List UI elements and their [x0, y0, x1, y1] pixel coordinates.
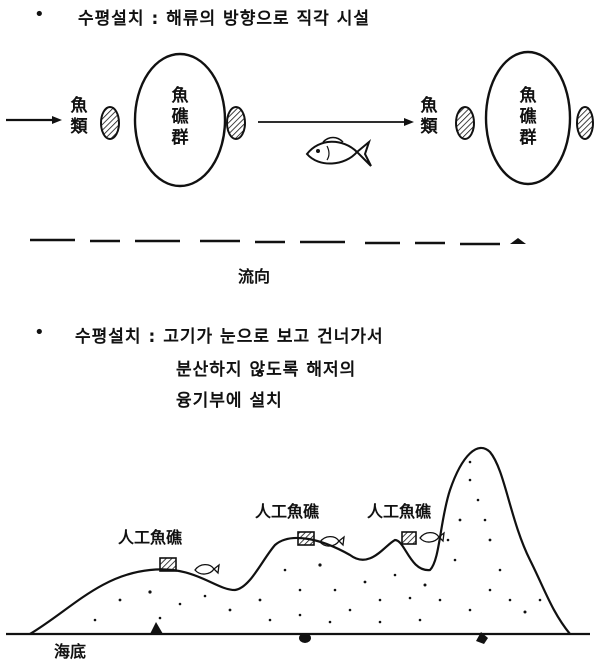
seabed-label: 海底 [54, 642, 87, 661]
flow-direction-label: 流向 [238, 267, 271, 286]
section2-colon: : [148, 327, 157, 347]
reef-label-2: 人工魚礁 [255, 502, 320, 521]
right-reef-oval [484, 50, 572, 186]
section2-title: 수평설치 [75, 327, 142, 347]
seabed-stipple [93, 460, 542, 624]
left-flow-arrow [6, 116, 62, 124]
fish-icon [305, 136, 372, 167]
section1-title: 수평설치 [78, 9, 145, 29]
left-fish-oval-right [226, 106, 246, 140]
section2-line1: 고기가 눈으로 보고 건너가서 [163, 327, 384, 347]
right-fish-oval-right [576, 106, 594, 140]
seabed-rocks [150, 622, 488, 644]
section2-heading: 수평설치 : 고기가 눈으로 보고 건너가서 [75, 322, 384, 347]
section1-colon: : [151, 9, 160, 29]
middle-flow-arrow [258, 118, 414, 126]
section2-line2: 분산하지 않도록 해저의 [176, 360, 357, 380]
reef-block-2 [297, 531, 345, 547]
section1-heading: 수평설치 : 해류의 방향으로 직각 시설 [78, 4, 370, 29]
right-reef-label: 魚 礁 群 [519, 86, 537, 148]
flow-dashed-line [30, 238, 526, 246]
section2-bullet: • [34, 322, 45, 343]
reef-label-1: 人工魚礁 [118, 528, 183, 547]
reef-label-3: 人工魚礁 [367, 502, 432, 521]
left-fish-oval-left [100, 106, 120, 140]
right-fish-label: 魚 類 [420, 96, 438, 137]
left-reef-oval [133, 52, 227, 188]
right-fish-oval-left [455, 106, 475, 140]
left-reef-label: 魚 礁 群 [171, 86, 189, 148]
section1-bullet: • [34, 4, 45, 25]
left-fish-label: 魚 類 [70, 96, 88, 137]
reef-block-3 [401, 531, 445, 545]
section2-line3: 융기부에 설치 [176, 391, 283, 411]
section1-desc: 해류의 방향으로 직각 시설 [166, 9, 371, 29]
reef-block-1 [159, 557, 220, 575]
